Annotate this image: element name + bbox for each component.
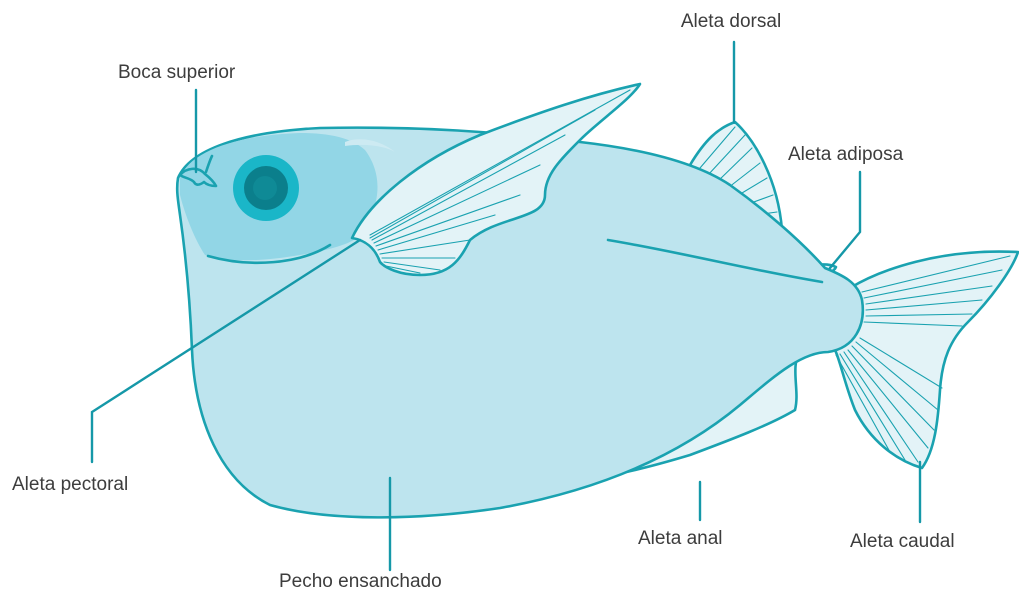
caudal-fin [835, 252, 1018, 468]
label-adipose-fin: Aleta adiposa [788, 144, 904, 165]
eye-pupil [253, 176, 277, 200]
leader-adipose-fin [830, 172, 860, 268]
label-pectoral-fin: Aleta pectoral [12, 474, 128, 495]
label-anal-fin: Aleta anal [638, 528, 723, 549]
label-upper-mouth: Boca superior [118, 62, 236, 83]
label-chest: Pecho ensanchado [279, 571, 442, 591]
label-caudal-fin: Aleta caudal [850, 531, 955, 552]
label-dorsal-fin: Aleta dorsal [681, 11, 781, 32]
